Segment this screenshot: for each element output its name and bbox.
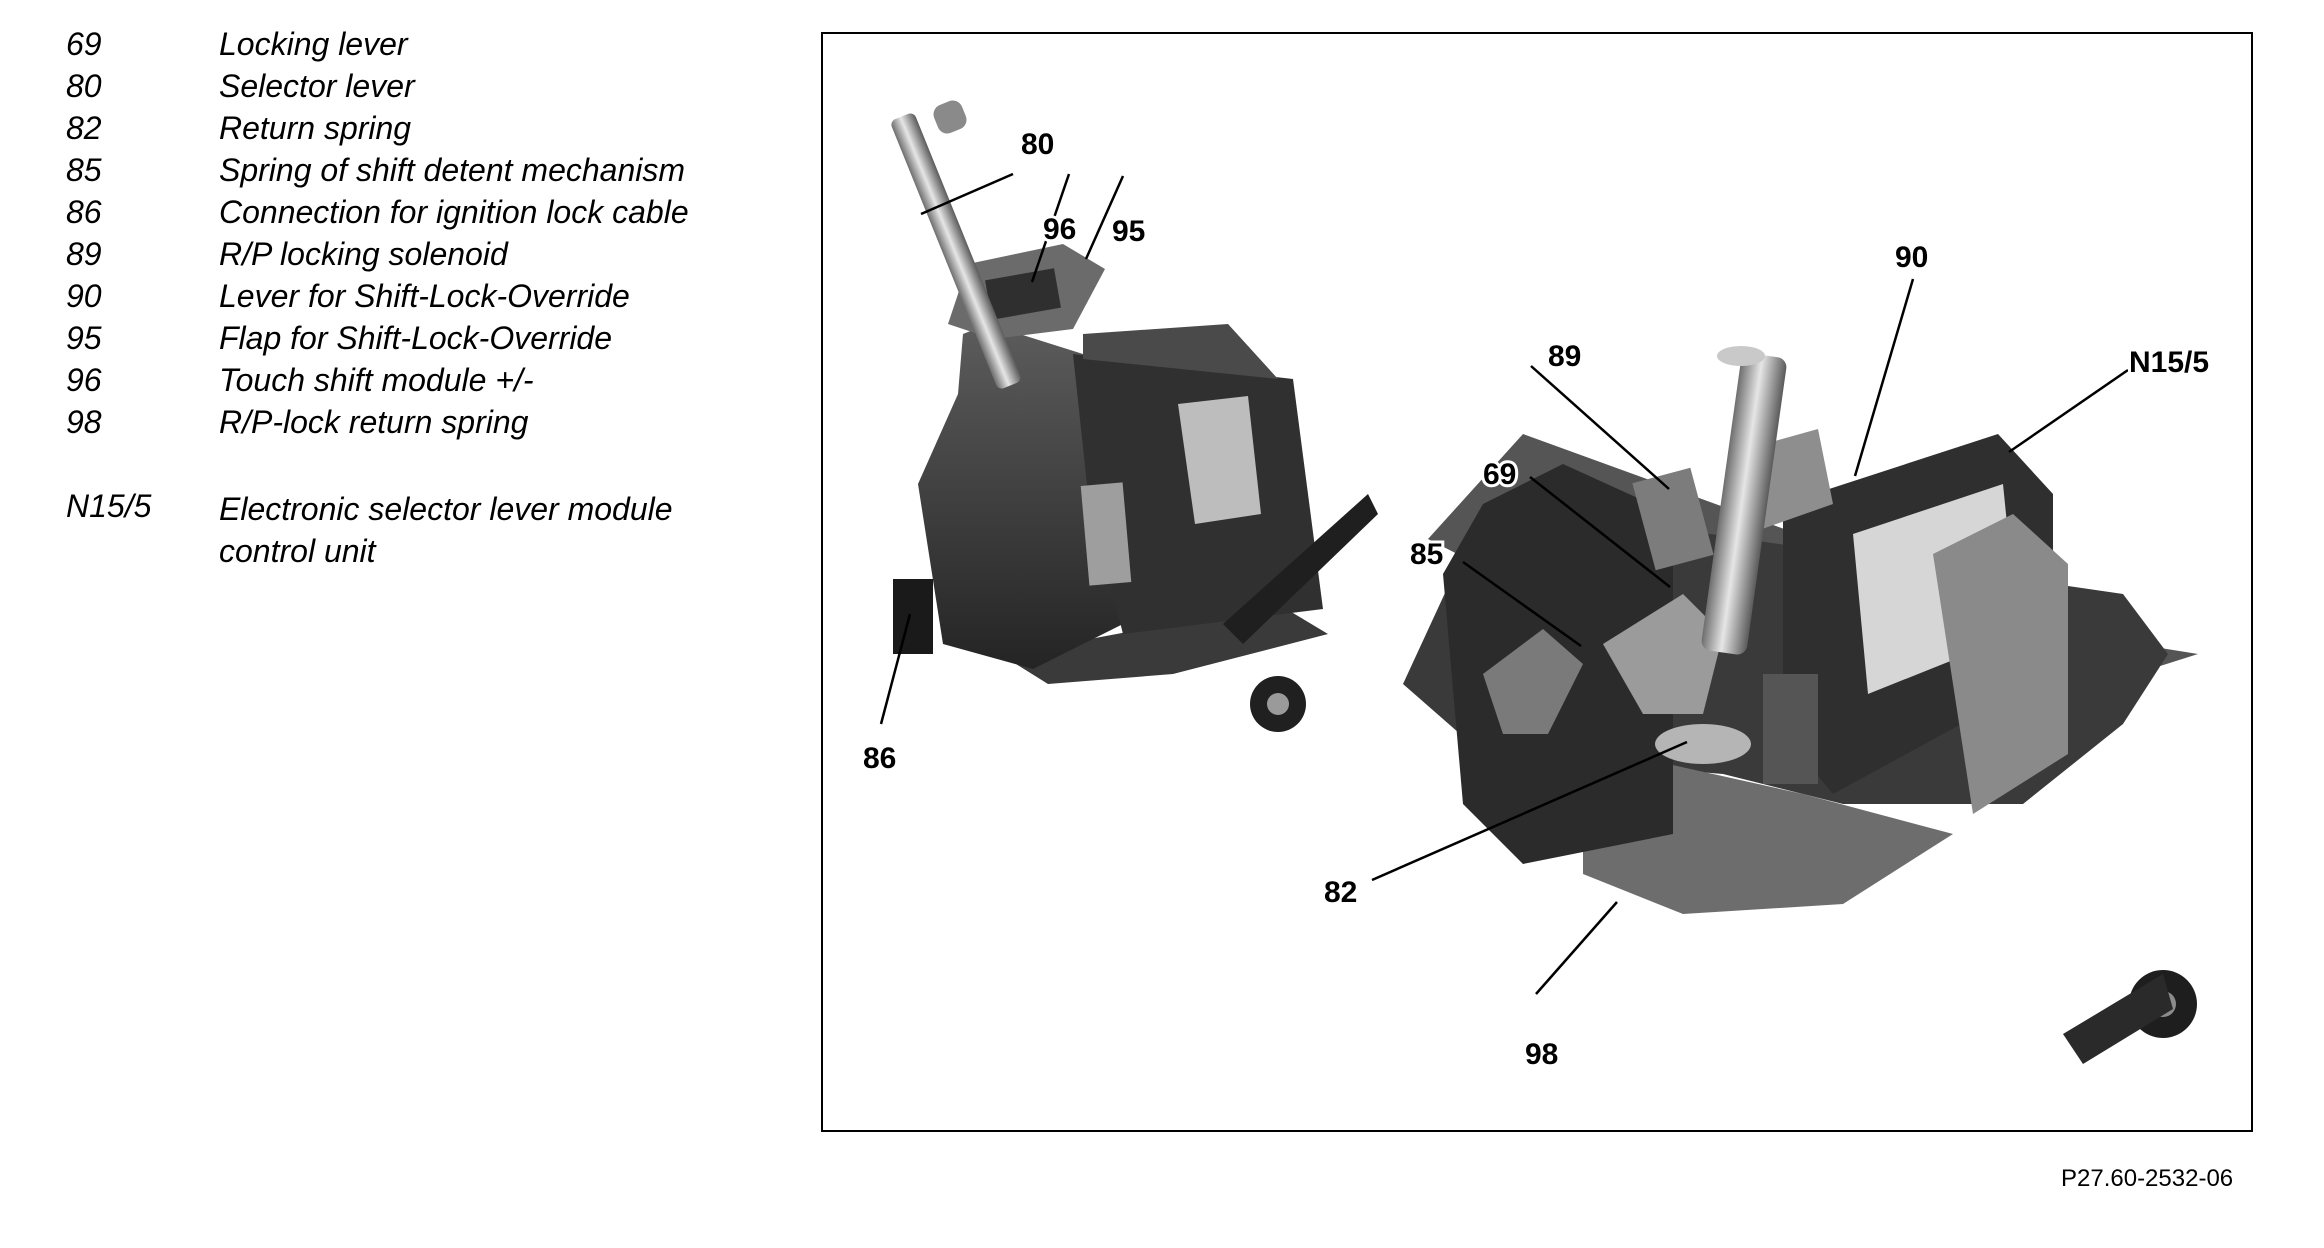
- left-cover: [1083, 324, 1278, 379]
- callout-90: 90: [1895, 241, 1928, 274]
- right-locking-lever: [1603, 594, 1723, 714]
- callout-80: 80: [1021, 128, 1054, 161]
- legend-text: Electronic selector lever module control…: [219, 488, 673, 572]
- right-lever-shaft: [1701, 353, 1787, 655]
- right-selector-module: [1403, 346, 2198, 1064]
- leader-line-N155: [2008, 368, 2129, 454]
- leader-line-85: [1462, 560, 1582, 648]
- legend-text: Lever for Shift-Lock-Override: [219, 278, 630, 314]
- legend-text: Touch shift module +/-: [219, 362, 534, 398]
- callout-82: 82: [1324, 876, 1357, 909]
- legend-number: 69: [66, 26, 102, 62]
- legend-text: Connection for ignition lock cable: [219, 194, 689, 230]
- left-selector-module: [891, 100, 1378, 732]
- legend-text-line: Electronic selector lever module: [219, 491, 673, 527]
- callout-95: 95: [1112, 215, 1145, 248]
- leader-lines: [879, 172, 2129, 995]
- callout-86: 86: [863, 742, 896, 775]
- legend-number: 80: [66, 68, 102, 104]
- callout-N15-5: N15/5: [2129, 346, 2209, 379]
- legend-text: Locking lever: [219, 26, 408, 62]
- legend-text: Spring of shift detent mechanism: [219, 152, 686, 188]
- legend-text: Selector lever: [219, 68, 415, 104]
- right-solenoid: [1632, 467, 1714, 571]
- right-front-rail: [2063, 974, 2173, 1064]
- legend-text: R/P locking solenoid: [219, 236, 508, 272]
- left-wheel-hub: [1267, 693, 1289, 715]
- leader-line-82: [1371, 740, 1688, 882]
- leader-line-98: [1535, 901, 1618, 995]
- right-spring-bracket: [1483, 629, 1583, 734]
- legend-number: 82: [66, 110, 102, 146]
- callout-89: 89: [1548, 340, 1581, 373]
- right-connector-block: [1763, 674, 1818, 784]
- legend-number: 89: [66, 236, 102, 272]
- left-top-slot: [985, 268, 1061, 320]
- callout-98: 98: [1525, 1038, 1558, 1071]
- legend-number: 98: [66, 404, 102, 440]
- left-lever-knob: [933, 100, 967, 134]
- legend-text: R/P-lock return spring: [219, 404, 529, 440]
- right-lever-top: [1717, 346, 1765, 366]
- legend-number: 85: [66, 152, 102, 188]
- legend-text: Flap for Shift-Lock-Override: [219, 320, 613, 356]
- callout-85: 85: [1410, 538, 1443, 571]
- left-label: [1178, 396, 1261, 524]
- callout-69: 69: [1483, 458, 1516, 491]
- right-gray-cover: [1933, 514, 2068, 814]
- leader-line-86: [879, 613, 912, 725]
- legend-number: N15/5: [66, 488, 152, 524]
- legend-text: Return spring: [219, 110, 412, 146]
- leader-line-95: [1084, 175, 1125, 260]
- legend-number: 96: [66, 362, 102, 398]
- right-return-spring: [1655, 724, 1751, 764]
- figure-frame: 80 96 95 86 90 89 N15/5 69 85 82 98: [821, 32, 2253, 1132]
- callout-96: 96: [1043, 213, 1076, 246]
- legend-text-line: control unit: [219, 533, 376, 569]
- left-rail: [1223, 494, 1378, 644]
- leader-line-80: [920, 172, 1014, 216]
- leader-line-69: [1529, 476, 1671, 588]
- legend-number: 95: [66, 320, 102, 356]
- right-return-spring-housing: [1583, 754, 1953, 914]
- figure-reference: P27.60-2532-06: [2061, 1165, 2234, 1192]
- legend-number: 86: [66, 194, 102, 230]
- callout-labels: 80 96 95 86 90 89 N15/5 69 85 82 98: [860, 125, 2212, 1074]
- leader-line-89: [1530, 365, 1670, 490]
- leader-line-96: [1030, 173, 1071, 283]
- left-lever-shaft: [891, 113, 1021, 389]
- left-cable-connector: [893, 579, 933, 654]
- legend-number: 90: [66, 278, 102, 314]
- left-shift-gate: [1080, 482, 1132, 586]
- left-housing: [918, 324, 1123, 669]
- figure-illustration: 80 96 95 86 90 89 N15/5 69 85 82 98: [860, 100, 2212, 1074]
- leader-line-90: [1853, 278, 1915, 477]
